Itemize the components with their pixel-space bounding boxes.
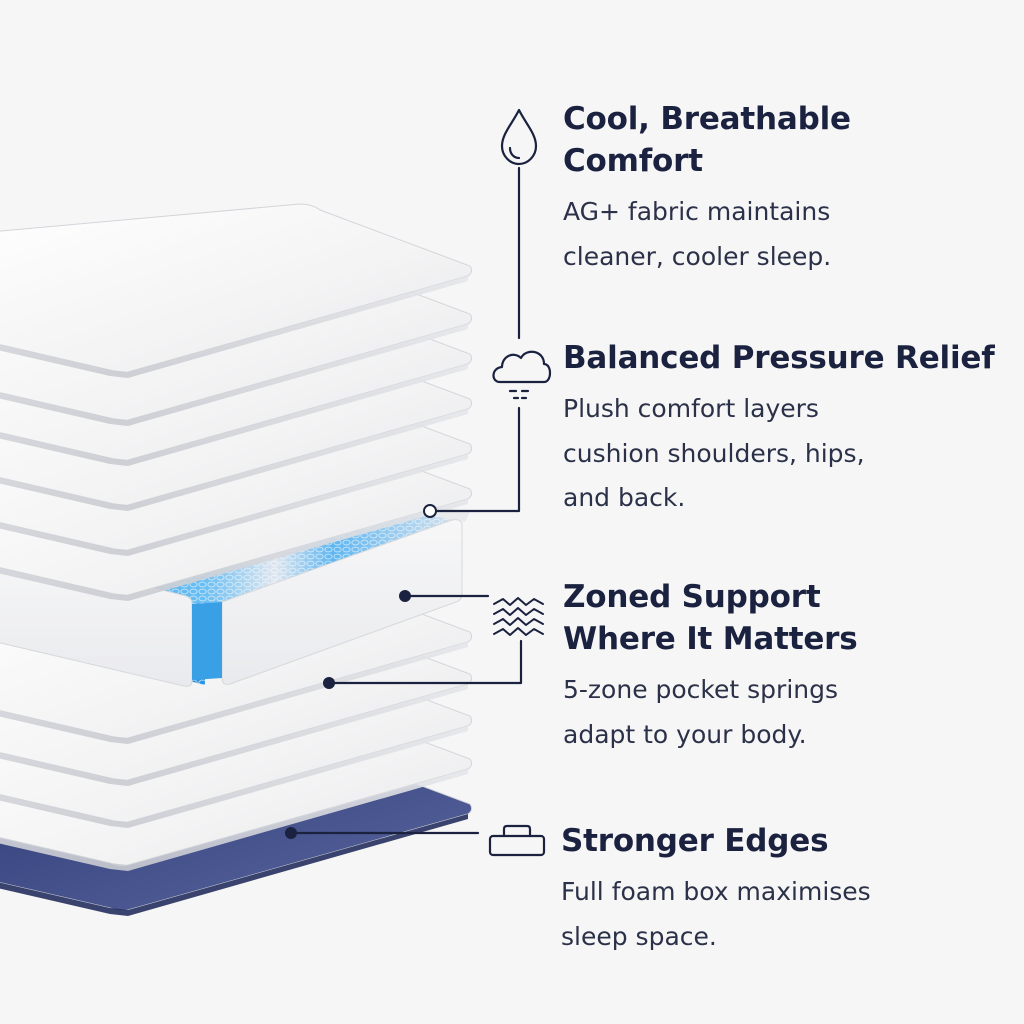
feature-description-line: cushion shoulders, hips, (563, 438, 865, 468)
feature-cool-breathable: Cool, Breathable Comfort AG+ fabric main… (563, 98, 943, 279)
feature-description: Full foam box maximises sleep space. (561, 870, 961, 959)
feature-title: Cool, Breathable Comfort (563, 98, 943, 182)
feature-title-line: Where It Matters (563, 621, 858, 657)
callout-dot-zoned-bottom (323, 677, 335, 689)
feature-description: 5-zone pocket springs adapt to your body… (563, 668, 963, 757)
feature-description: Plush comfort layers cushion shoulders, … (563, 387, 1013, 521)
spring-corner (192, 602, 222, 680)
foam-box-front-right (221, 519, 463, 685)
feature-description-line: Plush comfort layers (563, 394, 819, 423)
feature-title: Zoned Support Where It Matters (563, 576, 963, 660)
feature-stronger-edges: Stronger Edges Full foam box maximises s… (561, 820, 961, 959)
feature-balanced-pressure: Balanced Pressure Relief Plush comfort l… (563, 337, 1013, 521)
water-drop-icon (500, 108, 538, 166)
feature-zoned-support: Zoned Support Where It Matters 5-zone po… (563, 576, 963, 757)
connector-line-zoned-bottom (328, 639, 523, 685)
foam-box-icon (488, 824, 546, 857)
feature-description-line: sleep space. (561, 921, 717, 951)
feature-description-line: AG+ fabric maintains (563, 197, 831, 226)
feature-description-line: Full foam box maximises (561, 877, 871, 906)
feature-description-line: and back. (563, 483, 686, 512)
cloud-icon (492, 350, 552, 400)
feature-description-line: adapt to your body. (563, 719, 807, 749)
callout-dot-balanced (423, 504, 437, 518)
feature-title-line: Stronger Edges (561, 823, 829, 859)
feature-description-line: cleaner, cooler sleep. (563, 241, 832, 271)
waves-icon (493, 597, 544, 636)
callout-dot-edges (285, 827, 297, 839)
feature-title-line: Zoned Support (563, 579, 821, 615)
feature-title-line: Balanced Pressure Relief (563, 340, 995, 376)
connector-line-balanced (428, 406, 521, 513)
feature-title-line: Comfort (563, 143, 703, 179)
feature-description: AG+ fabric maintains cleaner, cooler sle… (563, 190, 943, 279)
feature-title: Balanced Pressure Relief (563, 337, 1013, 379)
feature-description-line: 5-zone pocket springs (563, 675, 838, 704)
feature-title: Stronger Edges (561, 820, 961, 862)
callout-dot-zoned-top (399, 590, 411, 602)
feature-title-line: Cool, Breathable (563, 101, 851, 137)
